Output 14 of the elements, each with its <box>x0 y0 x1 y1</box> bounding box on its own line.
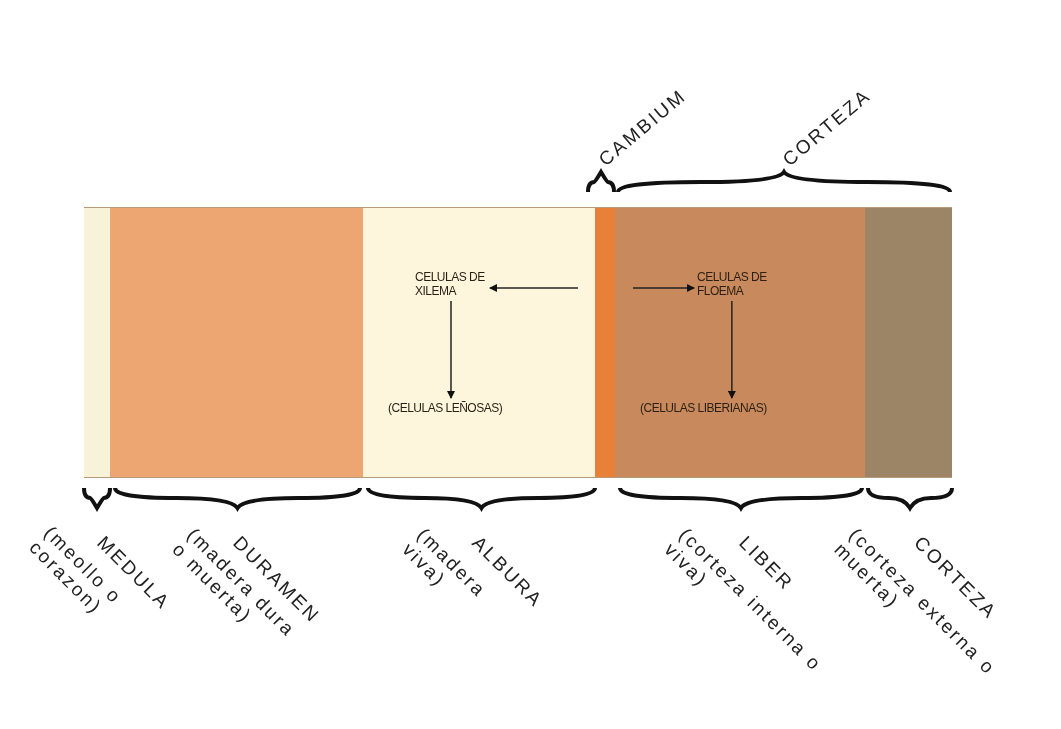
wood-layer-band <box>595 207 615 478</box>
cell-type-label: (CELULAS LIBERIANAS) <box>640 401 767 415</box>
wood-layer-band <box>615 207 865 478</box>
arrow <box>447 300 455 399</box>
cell-type-label: CELULAS DE XILEMA <box>415 270 487 298</box>
wood-layer-band <box>84 207 110 478</box>
arrow <box>632 284 695 292</box>
arrow <box>489 284 579 292</box>
wood-layer-band <box>110 207 363 478</box>
wood-layer-band <box>363 207 595 478</box>
cell-type-label: (CELULAS LEÑOSAS) <box>388 401 503 415</box>
wood-layer-band <box>865 207 952 478</box>
arrow <box>727 300 736 399</box>
cell-type-label: CELULAS DE FLOEMA <box>697 270 777 298</box>
